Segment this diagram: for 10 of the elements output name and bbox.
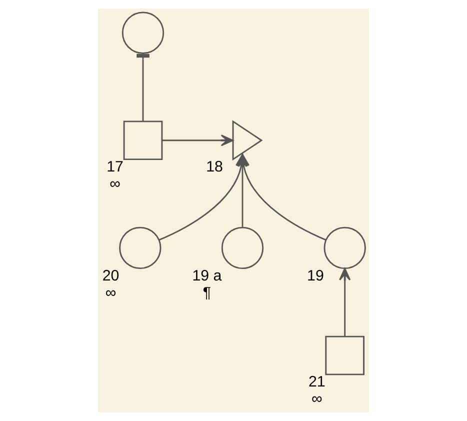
node-label: ¶ (202, 284, 212, 302)
node-label: 20 (102, 267, 120, 284)
node-label: ∞ (105, 284, 116, 302)
node-label: ∞ (311, 390, 322, 408)
node-label: 17 (106, 158, 124, 176)
node-label: 18 (206, 158, 223, 176)
node-label: ∞ (110, 176, 120, 193)
node-label: 19 a (192, 267, 222, 284)
node-label: 21 (308, 374, 326, 391)
node-label: 19 (307, 267, 324, 284)
